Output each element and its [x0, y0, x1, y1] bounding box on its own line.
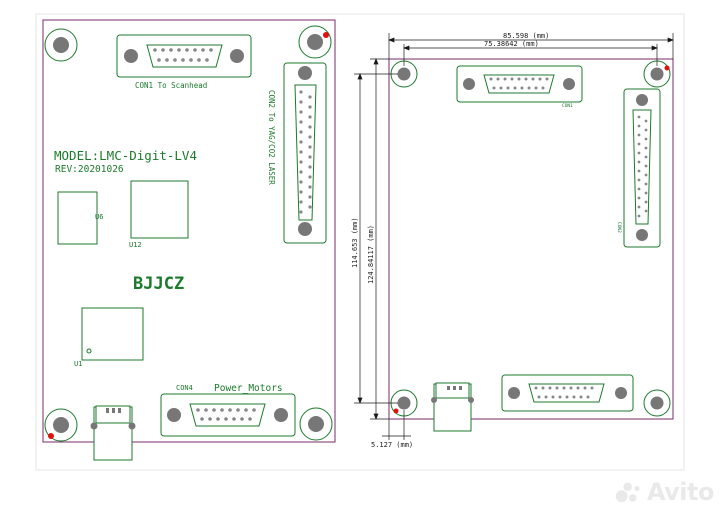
usb-connector [90, 405, 136, 461]
con2-label: CON2 To YAG/CO2 LASER [267, 90, 276, 185]
con4-connector [501, 374, 634, 412]
model-label: MODEL:LMC-Digit-LV4 [54, 148, 197, 163]
con4-connector [160, 393, 296, 437]
left-board: CON1 To Scanhead CON2 To YAG/CO2 LASER M… [42, 19, 336, 461]
red-marker [323, 32, 329, 38]
u6-chip [57, 191, 98, 245]
u6-label: U6 [95, 213, 103, 221]
red-marker [393, 408, 399, 414]
red-marker [664, 65, 670, 71]
dim-width-outer: 85.598 (mm) [503, 32, 549, 40]
con1-connector [116, 34, 252, 78]
con2-label: CON2 [616, 222, 622, 233]
u12-chip [130, 180, 189, 239]
dim-height-inner: 114.653 (mm) [351, 217, 359, 268]
watermark-text: Avito [646, 478, 715, 506]
dimension-lines [354, 33, 674, 440]
con4-label: CON4 [176, 384, 193, 392]
dim-height-outer: 124.84117 (mm) [367, 225, 375, 284]
red-marker [48, 433, 54, 439]
power-motors-label: Power_Motors [214, 383, 283, 394]
u1-label: U1 [74, 360, 82, 368]
dim-offset: 5.127 (mm) [371, 441, 413, 449]
watermark: Avito [614, 474, 715, 510]
mounting-hole-top-right [643, 60, 671, 88]
con1-label: CON1 [562, 103, 573, 109]
mounting-hole-bottom-left [44, 408, 78, 442]
usb-connector [431, 382, 474, 432]
mounting-hole-bottom-right [299, 407, 333, 441]
rev-label: REV:20201026 [55, 164, 124, 175]
dim-width-inner: 75.38642 (mm) [484, 40, 539, 48]
mounting-hole-bottom-left [390, 389, 418, 417]
u1-chip [81, 307, 144, 361]
u12-label: U12 [129, 241, 142, 249]
page-frame [35, 13, 685, 471]
mounting-hole-bottom-right [643, 389, 671, 417]
con1-label: CON1 To Scanhead [135, 81, 207, 90]
avito-logo-icon [615, 482, 640, 503]
mounting-hole-top-left [44, 28, 78, 62]
con2-connector [623, 88, 661, 248]
right-board: CON1 CON2 CON4 [388, 58, 674, 432]
con1-connector [456, 65, 583, 103]
brand-label: BJJCZ [133, 274, 184, 294]
con2-connector [283, 62, 327, 244]
mounting-hole-top-right [298, 25, 332, 59]
